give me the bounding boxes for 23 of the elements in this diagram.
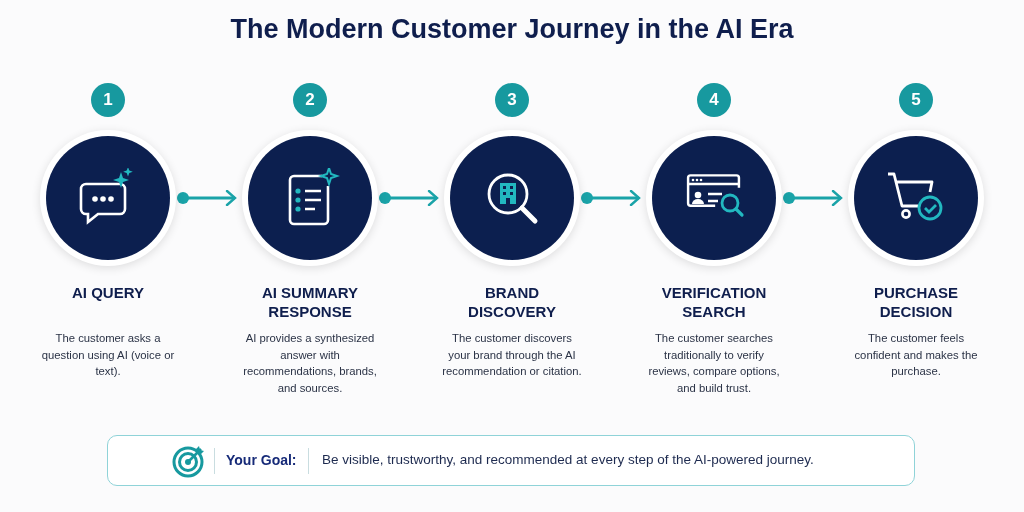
connector-arrow — [379, 189, 439, 207]
step-number-badge: 4 — [697, 83, 731, 117]
step-heading: AI SUMMARY RESPONSE — [260, 283, 360, 321]
diagram-title: The Modern Customer Journey in the AI Era — [229, 14, 795, 45]
step-number-badge: 1 — [91, 83, 125, 117]
goal-banner — [107, 435, 915, 486]
goal-statement: Be visible, trustworthy, and recommended at every step of the AI-powered journey. — [322, 452, 814, 467]
step-heading: AI QUERY — [71, 283, 145, 302]
step-number-badge: 5 — [899, 83, 933, 117]
connector-arrow — [783, 189, 843, 207]
step-heading: BRAND DISCOVERY — [467, 283, 557, 321]
step-heading: VERIFICATION SEARCH — [660, 283, 768, 321]
goal-label: Your Goal: — [226, 452, 297, 468]
step-description: The customer discovers your brand through the AI recommendation or citation. — [441, 331, 583, 379]
step-number-badge: 2 — [293, 83, 327, 117]
step-description: AI provides a synthesized answer with recommendations, brands, and sources. — [242, 331, 378, 396]
connector-arrow — [177, 189, 237, 207]
connector-arrow — [581, 189, 641, 207]
step-heading: PURCHASE DECISION — [872, 283, 960, 321]
step-description: The customer feels confident and makes the purchase. — [853, 331, 979, 379]
step-description: The customer asks a question using AI (voice or text). — [40, 331, 176, 379]
step-number-badge: 3 — [495, 83, 529, 117]
step-description: The customer searches traditionally to verify reviews, compare options, and build trust. — [647, 331, 781, 396]
